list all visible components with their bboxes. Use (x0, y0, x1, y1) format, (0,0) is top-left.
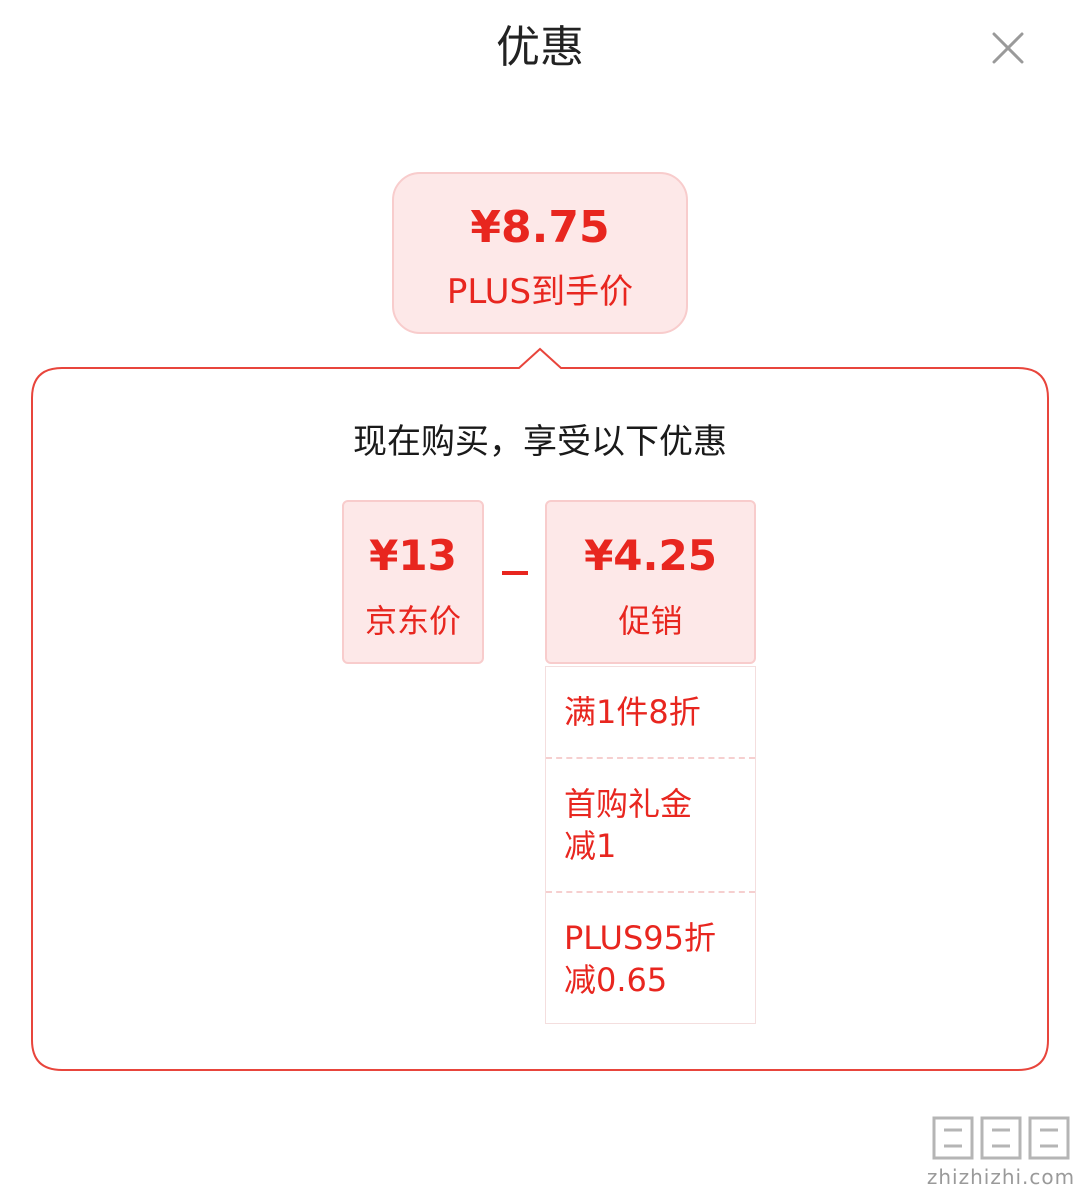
promo-detail-item: 首购礼金 减1 (564, 785, 693, 865)
base-price-label: 京东价 (364, 602, 461, 640)
page-title: 优惠 (496, 22, 584, 73)
zhizhizhi-logo (932, 1116, 1070, 1160)
divider (546, 757, 755, 759)
minus-icon (502, 571, 528, 575)
watermark: zhizhizhi.com (926, 1112, 1076, 1192)
promo-amount: ¥4.25 (584, 531, 717, 580)
promo-detail-item: PLUS95折 减0.65 (564, 919, 716, 999)
divider (546, 891, 755, 893)
final-price-card: ¥8.75 PLUS到手价 (392, 172, 688, 334)
close-icon (992, 32, 1024, 64)
promo-detail-list: 满1件8折 首购礼金 减1 PLUS95折 减0.65 (545, 666, 756, 1024)
watermark-text: zhizhizhi.com (926, 1165, 1076, 1189)
panel-subtitle: 现在购买，享受以下优惠 (353, 422, 727, 462)
base-price-card: ¥13 京东价 (342, 500, 484, 664)
base-price-amount: ¥13 (369, 531, 457, 580)
final-price-label: PLUS到手价 (446, 272, 634, 312)
promo-label: 促销 (618, 602, 683, 640)
final-price-amount: ¥8.75 (470, 202, 610, 253)
close-button[interactable] (986, 26, 1030, 70)
promo-card: ¥4.25 促销 (545, 500, 756, 664)
promo-detail-item: 满1件8折 (564, 693, 701, 731)
